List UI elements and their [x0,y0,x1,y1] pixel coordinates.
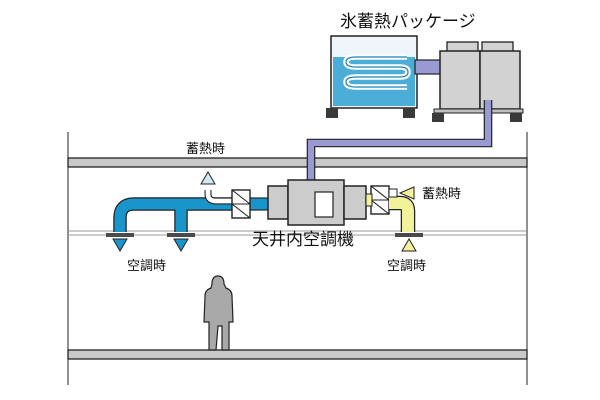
storage-return-duct [365,193,416,232]
ceiling-diffuser [106,233,134,237]
inlet-connector [388,188,398,198]
ice-storage-package-label: 氷蓄熱パッケージ [340,12,476,32]
storage-inflow-arrow [398,186,415,200]
ceiling-unit-label: 天井内空調機 [252,230,354,250]
cooling-return-arrow [401,238,417,252]
ceiling-air-conditioner [267,179,367,226]
person-silhouette [203,275,234,351]
unit-foot [510,113,522,122]
tank-foot [326,108,338,118]
cooling-supply-arrow [112,238,128,252]
outdoor-unit [432,41,524,122]
unit-panel [314,191,334,218]
cooling-mode-label-left: 空調時 [127,259,167,274]
storage-mode-label-left: 蓄熱時 [186,142,226,157]
ice-storage-tank [326,35,418,118]
cooling-supply-duct [113,197,270,232]
ceiling-diffuser [167,233,195,237]
damper-left [231,189,251,219]
ceiling-diffuser [395,233,423,237]
storage-mode-label-right: 蓄熱時 [422,187,462,202]
upper-floor-slab [67,157,528,168]
tank-foot [403,108,415,118]
lower-floor-slab [67,349,528,360]
damper-right [370,185,390,215]
cooling-supply-arrow [173,238,189,252]
storage-outflow-arrow [200,171,216,185]
building-frame [67,132,528,385]
unit-foot [432,113,444,122]
cooling-mode-label-right: 空調時 [387,259,427,274]
